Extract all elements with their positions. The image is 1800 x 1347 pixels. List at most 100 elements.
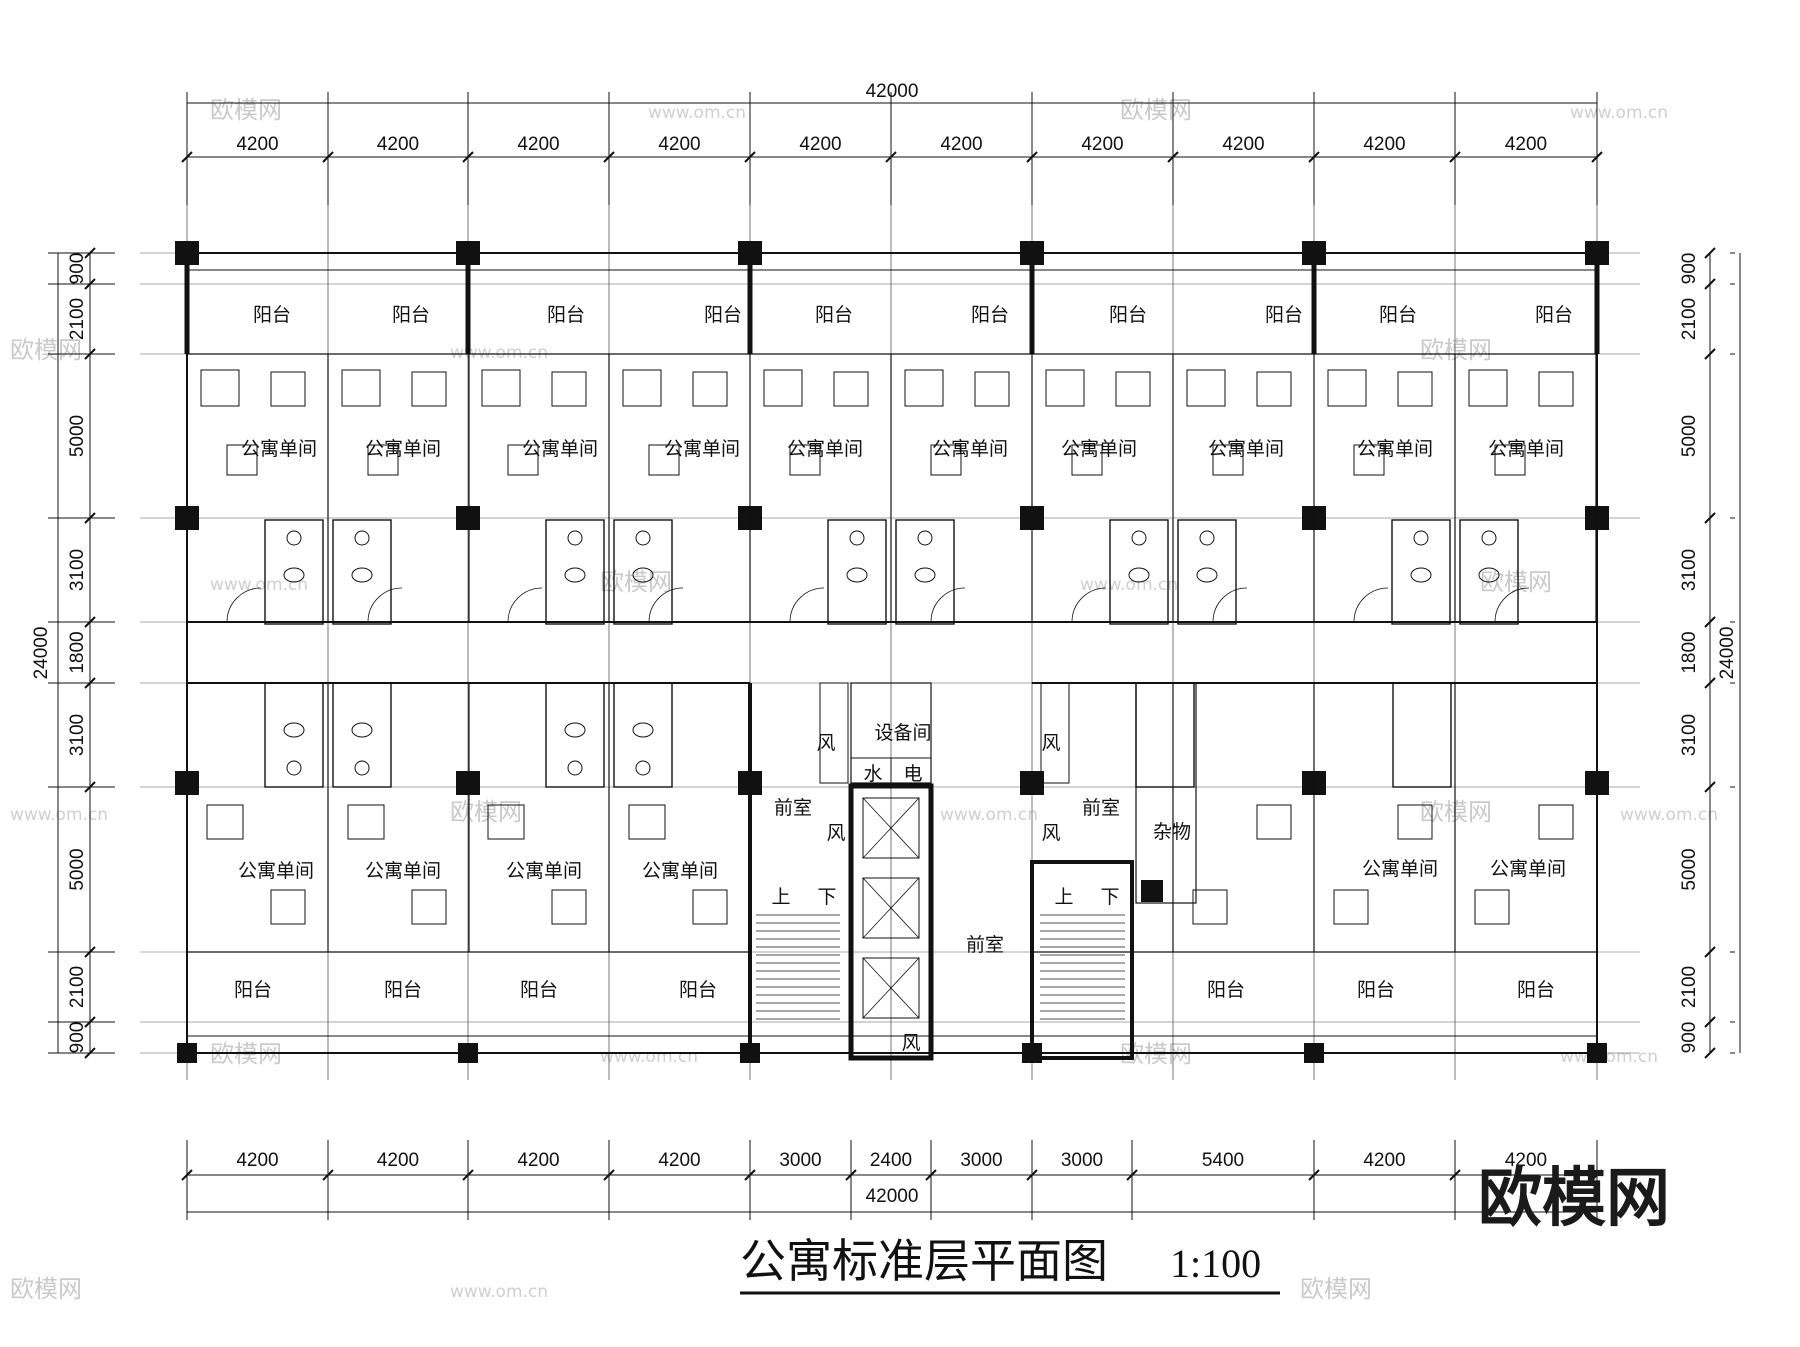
desk-icon xyxy=(648,444,680,476)
toilet-icon xyxy=(1410,567,1432,583)
dim-tick xyxy=(84,781,96,793)
dim-vertical-segment: 900 xyxy=(67,253,88,285)
room-label-studio: 公寓单间 xyxy=(664,438,740,460)
room-label-balcony: 阳台 xyxy=(1535,304,1573,326)
desk-icon xyxy=(930,444,962,476)
sink-icon xyxy=(635,530,651,546)
armchair-icon xyxy=(1538,371,1574,407)
toilet-icon xyxy=(846,567,868,583)
bed-icon xyxy=(763,369,803,407)
dim-bottom-segment: 4200 xyxy=(1363,1150,1405,1171)
watermark-text: 欧模网 xyxy=(450,798,522,826)
dim-tick xyxy=(1704,781,1716,793)
door-swing-icon xyxy=(507,587,543,623)
toilet-icon xyxy=(1128,567,1150,583)
dim-tick xyxy=(603,1169,615,1181)
dim-bottom-segment: 4200 xyxy=(1505,1150,1547,1171)
room-label-equipment: 设备间 xyxy=(874,722,931,744)
room-label-storage: 杂物 xyxy=(1153,821,1191,843)
sink-icon xyxy=(567,760,583,776)
dim-tick xyxy=(322,151,334,163)
watermark-text: www.om.cn xyxy=(210,575,308,595)
dim-vertical-segment: 5000 xyxy=(1679,848,1700,890)
sink-icon xyxy=(567,530,583,546)
elevator-cross xyxy=(862,957,920,1019)
dim-vertical-segment: 5000 xyxy=(67,415,88,457)
dim-bottom-segment: 4200 xyxy=(517,1150,559,1171)
air-shaft xyxy=(1040,682,1070,784)
bed-icon xyxy=(270,889,306,925)
bathroom xyxy=(895,519,955,625)
dim-tick xyxy=(84,348,96,360)
dim-tick xyxy=(84,677,96,689)
toilet-icon xyxy=(351,722,373,738)
dim-tick xyxy=(603,151,615,163)
room-label-lobby: 前室 xyxy=(1082,797,1120,819)
dim-top-total: 42000 xyxy=(866,81,919,102)
brand-logo: 欧模网 xyxy=(1478,1162,1670,1236)
dim-tick xyxy=(845,1169,857,1181)
armchair-icon xyxy=(551,371,587,407)
armchair-icon xyxy=(833,371,869,407)
desk-icon xyxy=(1494,444,1526,476)
toilet-icon xyxy=(564,567,586,583)
dim-bottom-segment: 3000 xyxy=(1061,1150,1103,1171)
bed-icon xyxy=(622,369,662,407)
watermark-text: www.om.cn xyxy=(450,343,548,363)
dim-top-segment: 4200 xyxy=(799,134,841,155)
structural-column xyxy=(456,506,480,530)
room-label-wind: 风 xyxy=(816,732,835,754)
armchair-icon xyxy=(347,804,385,840)
dim-top-segment: 4200 xyxy=(1222,134,1264,155)
dim-vertical-segment: 2100 xyxy=(67,298,88,340)
dim-top-segment: 4200 xyxy=(1363,134,1405,155)
bathroom xyxy=(1177,519,1237,625)
structural-column xyxy=(175,771,199,795)
room-label-studio: 公寓单间 xyxy=(1208,438,1284,460)
stair-up-label: 上 xyxy=(771,886,790,908)
sink-icon xyxy=(354,530,370,546)
desk-icon xyxy=(1071,444,1103,476)
sink-icon xyxy=(286,760,302,776)
room-label-water: 水 xyxy=(863,763,882,785)
storage-room xyxy=(1135,682,1197,904)
toilet-icon xyxy=(1478,567,1500,583)
walls xyxy=(175,241,1609,1063)
room-label-studio: 公寓单间 xyxy=(1362,858,1438,880)
dim-tick xyxy=(1026,151,1038,163)
bathroom xyxy=(1459,519,1519,625)
armchair-icon xyxy=(270,371,306,407)
dim-tick xyxy=(1449,1169,1461,1181)
toilet-icon xyxy=(914,567,936,583)
dim-tick xyxy=(1704,677,1716,689)
elevator-cross xyxy=(862,877,920,939)
structural-column xyxy=(1141,880,1163,902)
armchair-icon xyxy=(1397,371,1433,407)
room-label-balcony: 阳台 xyxy=(679,979,717,1001)
dim-bottom-segment: 4200 xyxy=(658,1150,700,1171)
dim-vertical-segment: 5000 xyxy=(1679,415,1700,457)
dim-bottom-segment: 4200 xyxy=(236,1150,278,1171)
dim-top-segment: 4200 xyxy=(1081,134,1123,155)
armchair-icon xyxy=(974,371,1010,407)
room-label-balcony: 阳台 xyxy=(392,304,430,326)
door-swing-icon xyxy=(1494,587,1530,623)
watermark-text: www.om.cn xyxy=(940,805,1038,825)
watermark-text: 欧模网 xyxy=(10,1275,82,1303)
toilet-icon xyxy=(283,567,305,583)
dim-vertical-segment: 3100 xyxy=(1679,714,1700,756)
sink-icon xyxy=(286,530,302,546)
door-swing-icon xyxy=(1071,587,1107,623)
bathroom xyxy=(545,682,605,788)
sink-icon xyxy=(1131,530,1147,546)
elevator-car xyxy=(862,877,920,939)
dim-tick xyxy=(181,151,193,163)
dim-vertical-segment: 2100 xyxy=(67,966,88,1008)
air-shaft xyxy=(819,682,849,784)
door-swing-icon xyxy=(930,587,966,623)
stair-down-label: 下 xyxy=(817,886,836,908)
watermark-text: 欧模网 xyxy=(1420,336,1492,364)
watermark-text: 欧模网 xyxy=(1420,798,1492,826)
sink-icon xyxy=(354,760,370,776)
bathroom xyxy=(1135,682,1195,788)
